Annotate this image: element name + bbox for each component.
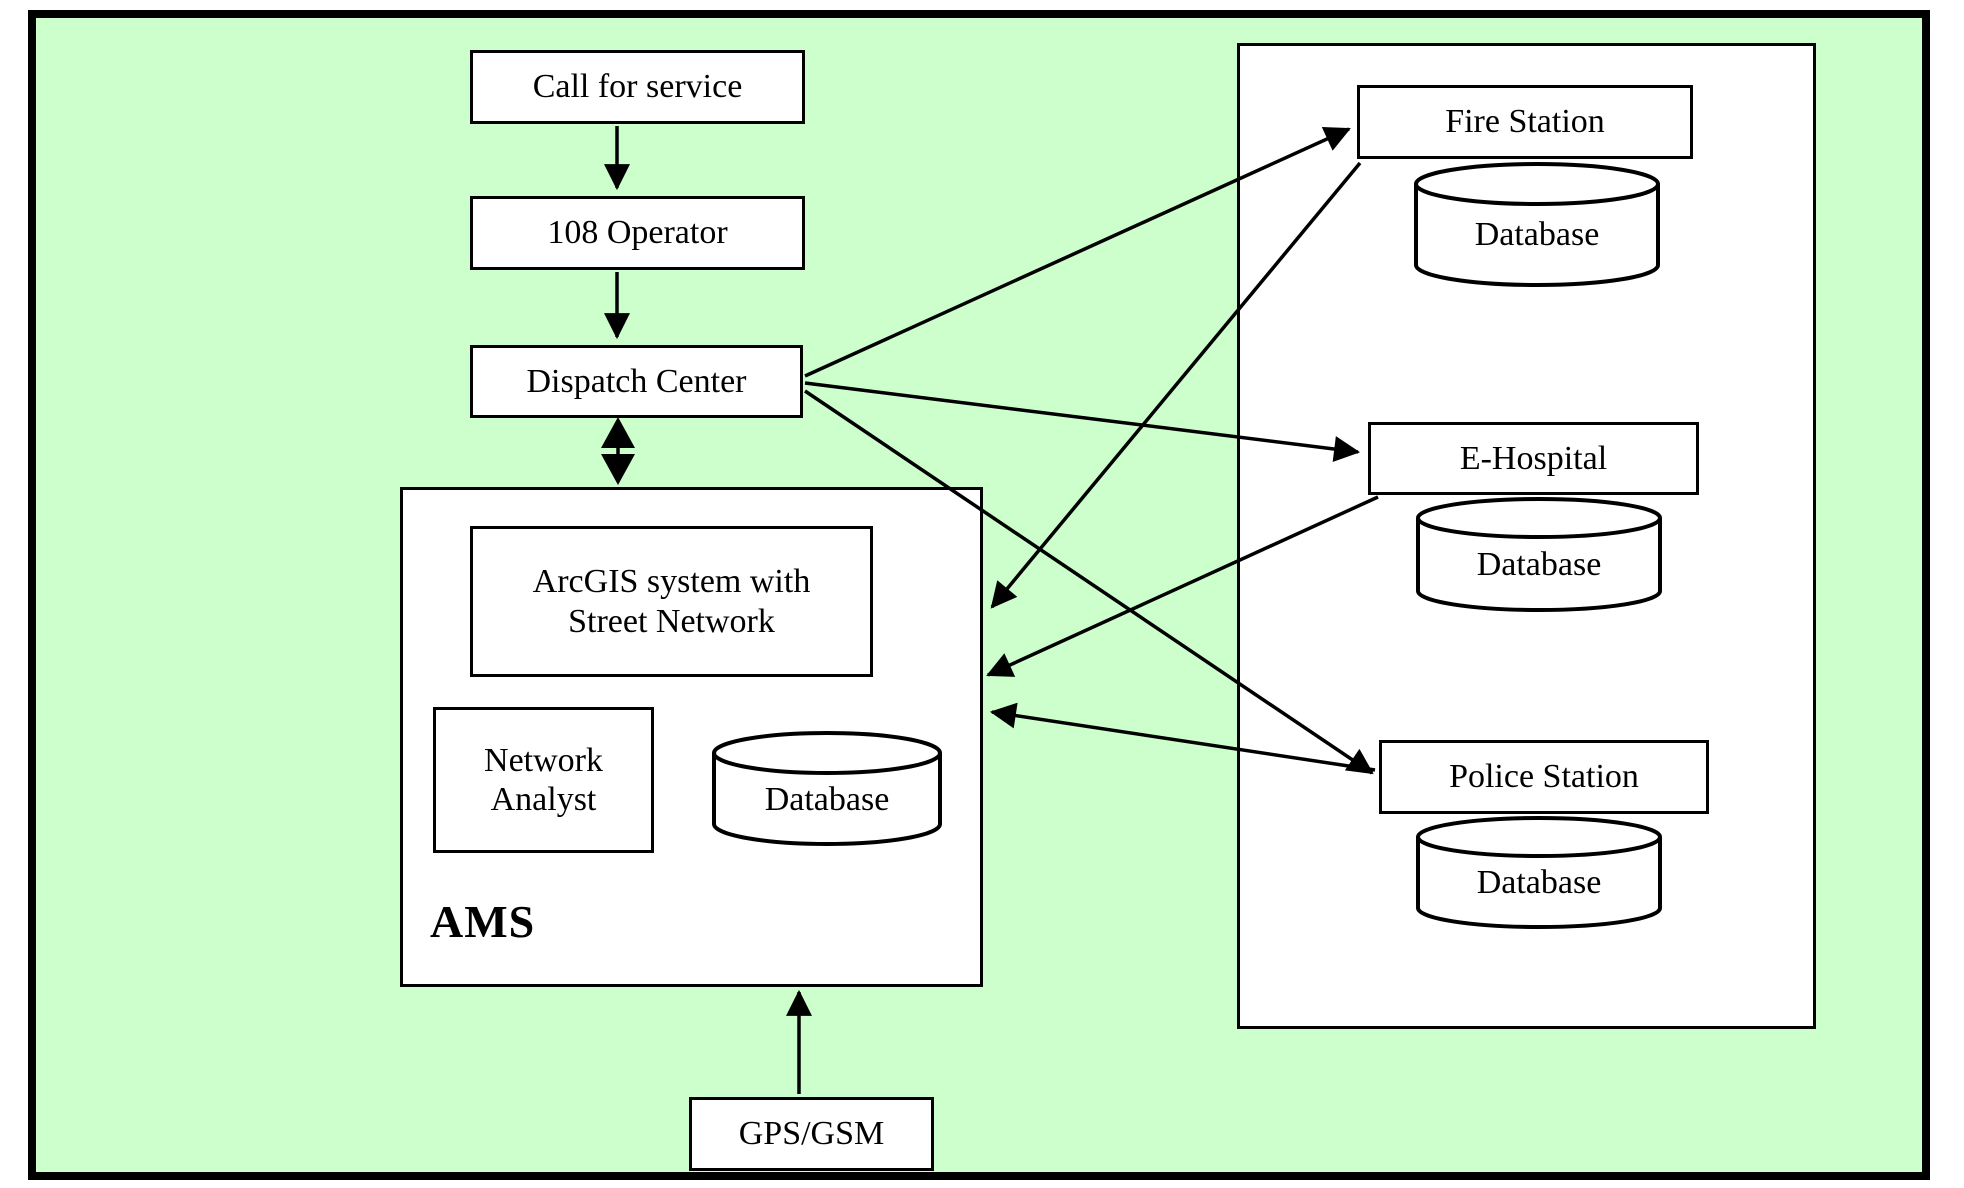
ams-label: AMS: [430, 896, 536, 947]
node-arcgis-system: ArcGIS system with Street Network: [470, 526, 873, 677]
node-network-analyst-line1: Network: [484, 741, 603, 779]
node-gps-gsm: GPS/GSM: [689, 1097, 934, 1171]
node-network-analyst-line2: Analyst: [490, 781, 597, 818]
node-e-hospital-label: E-Hospital: [1459, 439, 1608, 477]
fire-database-label: Database: [1474, 215, 1600, 253]
node-call-for-service: Call for service: [470, 50, 805, 124]
node-police-station-label: Police Station: [1449, 758, 1639, 796]
police-database-label: Database: [1476, 863, 1602, 901]
node-fire-station-label: Fire Station: [1445, 103, 1605, 141]
node-gps-gsm-label: GPS/GSM: [738, 1115, 885, 1153]
ams-database-label: Database: [764, 780, 890, 818]
node-call-for-service-label: Call for service: [532, 68, 743, 106]
node-arcgis-line1: ArcGIS system with: [532, 563, 811, 601]
node-network-analyst: Network Analyst: [433, 707, 654, 853]
node-fire-station: Fire Station: [1357, 85, 1693, 159]
hospital-database-label: Database: [1476, 545, 1602, 583]
node-dispatch-center-label: Dispatch Center: [526, 362, 747, 400]
node-e-hospital: E-Hospital: [1368, 422, 1699, 495]
node-police-station: Police Station: [1379, 740, 1709, 814]
node-arcgis-line2: Street Network: [568, 602, 775, 640]
node-dispatch-center: Dispatch Center: [470, 345, 803, 418]
node-108-operator-label: 108 Operator: [547, 214, 728, 252]
node-108-operator: 108 Operator: [470, 196, 805, 270]
